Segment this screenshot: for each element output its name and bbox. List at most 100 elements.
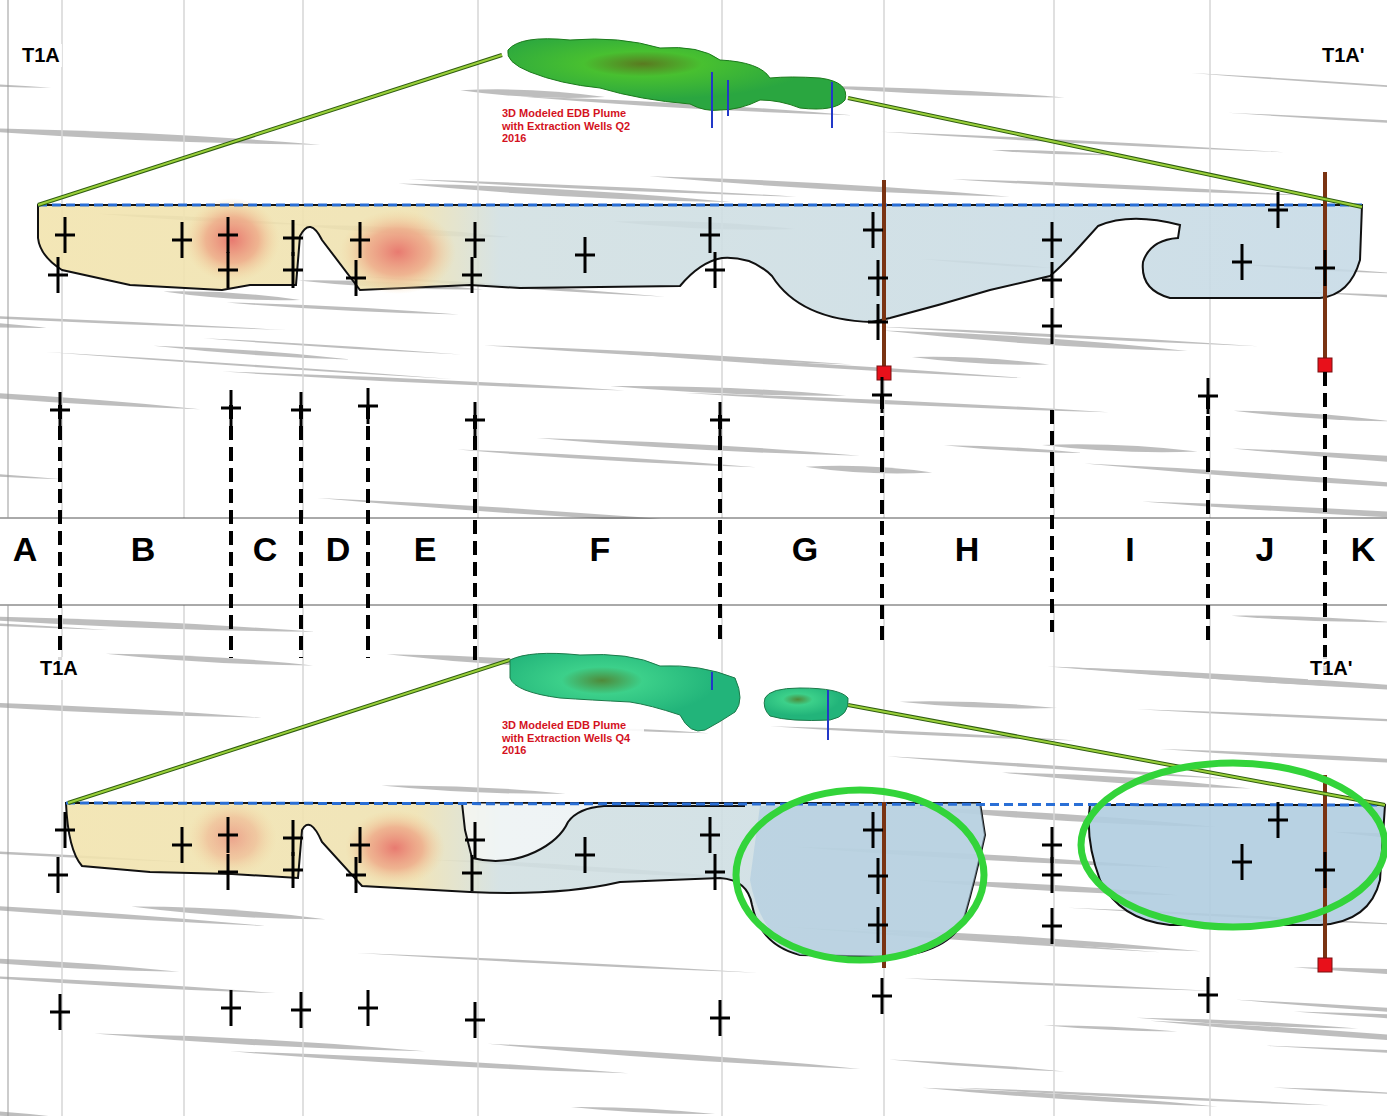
well-screen [283,869,303,872]
stratum-lens [900,701,1057,708]
stratum-lens [922,1088,1217,1107]
well-screen [575,854,595,857]
column-divider [229,405,233,658]
well-screen [1315,869,1335,872]
well-screen [346,874,366,877]
well-screen [48,274,68,277]
stratum-lens [1137,709,1387,724]
stratum-lens [889,1059,1064,1071]
well-screen [1042,325,1062,328]
stratum-lens [1236,1000,1387,1024]
stratum-lens [1234,411,1387,422]
stratum-lens [912,357,1049,365]
well-screen [218,834,238,837]
stratum-lens [46,352,452,379]
stratum-lens [0,901,265,926]
column-divider [718,415,722,645]
stratum-lens [398,184,731,202]
well-column [883,605,885,1116]
column-letter: G [792,530,818,569]
stratum-lens [0,388,200,409]
well-screen [1198,994,1218,997]
stratum-lens [610,386,846,396]
column-letter: B [131,530,156,569]
stratum-lens [1227,113,1387,131]
stratum-lens [1150,1021,1387,1047]
well-screen [710,1017,730,1020]
well-column [302,605,304,1116]
well-screen [872,995,892,998]
plume-caption: 3D Modeled EDB Plume with Extraction Wel… [500,718,644,758]
column-letter: H [955,530,980,569]
well-screen [55,829,75,832]
stratum-lens [0,466,63,479]
well-screen [1042,874,1062,877]
stratum-lens [230,1051,628,1073]
stratum-lens [1293,967,1387,981]
stratum-lens [571,1107,715,1114]
stratum-lens [1233,448,1387,475]
well-screen [868,277,888,280]
stratum-lens [1042,444,1198,452]
stratum-lens [357,953,758,973]
well-screen [172,844,192,847]
section-label: T1A' [1308,657,1355,680]
well-screen [465,239,485,242]
stratum-lens [484,345,852,364]
column-divider [473,415,477,660]
column-divider [1206,395,1210,640]
section-label: T1A' [1320,44,1367,67]
well-screen [291,1009,311,1012]
stratum-lens [460,89,605,98]
well-screen [1232,261,1252,264]
well-screen [358,1007,378,1010]
well-screen [283,837,303,840]
well-screen [462,274,482,277]
stratum-lens [1084,464,1387,492]
well-screen [705,871,725,874]
well-screen [1232,861,1252,864]
well-screen [48,874,68,877]
well-screen [700,834,720,837]
well-screen [705,269,725,272]
well-screen [1315,267,1335,270]
column-divider [880,395,884,645]
well-screen [1268,819,1288,822]
well-screen [55,234,75,237]
column-letter: A [13,530,38,569]
well-screen [218,871,238,874]
well-screen [868,875,888,878]
well-screen [1042,925,1062,928]
column-divider [58,405,62,660]
well-screen [50,1011,70,1014]
section-label: T1A [38,657,80,680]
stratum-lens [381,785,565,793]
well-screen [465,839,485,842]
well-screen [863,829,883,832]
well-screen [221,1007,241,1010]
stratum-lens [883,330,1188,350]
well-screen [346,277,366,280]
column-letter: D [326,530,351,569]
stratum-lens [0,957,179,972]
stratum-lens [94,1033,425,1051]
well-screen [868,924,888,927]
stratum-lens [1191,73,1387,92]
well-screen [465,1019,485,1022]
well-column [302,0,304,518]
column-divider [299,405,303,658]
well-screen [575,254,595,257]
well-screen [350,239,370,242]
well-screen [1042,279,1062,282]
column-divider [1323,372,1327,672]
stratum-lens [1044,1025,1178,1031]
stratum-lens [227,303,459,315]
well-screen [700,234,720,237]
well-screen [283,269,303,272]
stratum-lens [0,311,287,330]
column-divider [366,405,370,658]
stratum-lens [487,1044,860,1069]
stratum-lens [0,616,316,632]
column-letter: J [1256,530,1275,569]
well-screen [1042,239,1062,242]
